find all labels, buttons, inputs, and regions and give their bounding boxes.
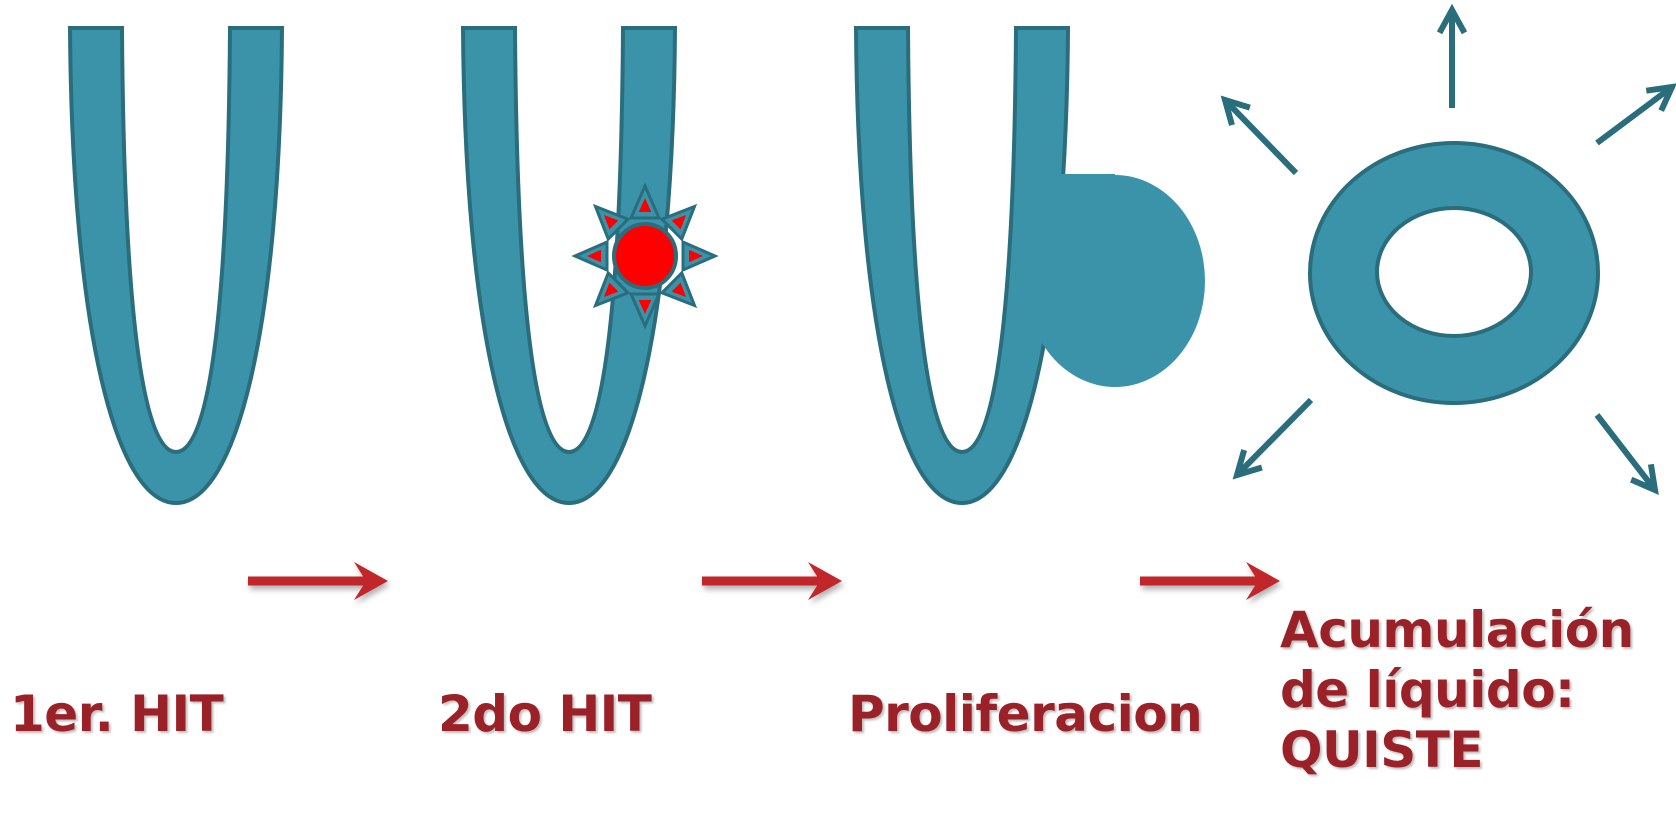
step-4-label-line-2: de líquido: bbox=[1280, 661, 1575, 719]
tubule-shape bbox=[67, 26, 285, 506]
process-arrow bbox=[248, 562, 388, 600]
expansion-arrow bbox=[1220, 95, 1299, 176]
burst-ray bbox=[592, 270, 631, 309]
proliferation-bulge bbox=[1025, 174, 1205, 387]
step-4-label-line-3: QUISTE bbox=[1280, 721, 1483, 779]
step-1-label: 1er. HIT bbox=[10, 685, 224, 743]
burst-ray bbox=[659, 270, 698, 309]
burst-ray bbox=[571, 239, 609, 273]
lesion-dot bbox=[612, 222, 678, 290]
tubule-shape bbox=[460, 26, 678, 506]
burst-ray bbox=[592, 203, 631, 242]
expansion-arrow bbox=[1595, 83, 1676, 146]
process-arrow bbox=[702, 562, 842, 600]
stage-3-tubule bbox=[853, 26, 1205, 506]
stage-4-cyst bbox=[1220, 3, 1676, 495]
burst-ray bbox=[659, 203, 698, 242]
expansion-arrows bbox=[1220, 3, 1676, 495]
burst-ray bbox=[628, 182, 662, 220]
stage-2-tubule bbox=[460, 26, 719, 506]
expansion-arrow bbox=[1594, 413, 1659, 495]
burst-ray bbox=[628, 292, 662, 330]
process-arrows bbox=[248, 562, 1280, 600]
cyst-ring bbox=[1307, 141, 1601, 405]
step-2-label: 2do HIT bbox=[438, 685, 652, 743]
step-4-label-line-1: Acumulación bbox=[1280, 601, 1634, 659]
tubule-shape bbox=[853, 26, 1071, 506]
step-4-label: Acumulación de líquido: QUISTE bbox=[1280, 600, 1634, 780]
step-3-label: Proliferacion bbox=[848, 685, 1203, 743]
expansion-arrow bbox=[1436, 3, 1468, 108]
burst-ray bbox=[681, 239, 719, 273]
mutation-burst bbox=[571, 182, 719, 330]
stage-1-tubule bbox=[67, 26, 285, 506]
process-arrow bbox=[1140, 562, 1280, 600]
expansion-arrow bbox=[1232, 397, 1314, 480]
